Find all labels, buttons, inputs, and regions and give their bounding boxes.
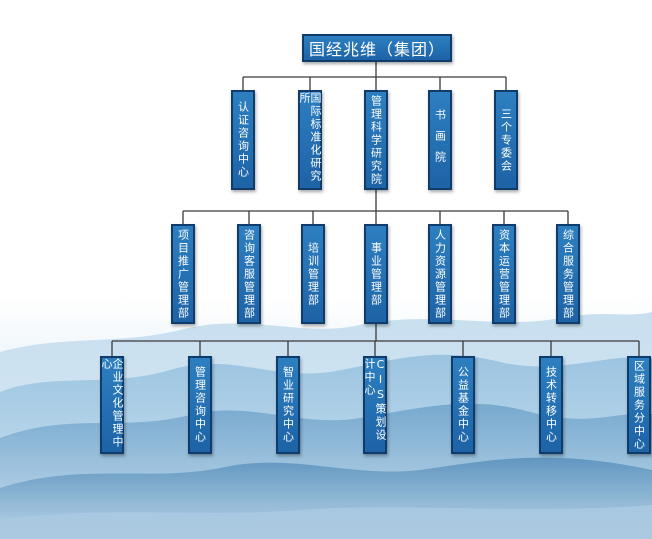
level-3-node: 技术转移中心	[539, 356, 563, 454]
level-3-node: 企业文化管理中心	[100, 356, 124, 454]
node-label: 智业研究中心	[281, 366, 295, 444]
node-label: 书画院	[433, 108, 447, 172]
node-label: 公益基金中心	[456, 366, 470, 444]
level-2-node: 综合服务管理部	[556, 224, 580, 324]
node-label: 国际标准化研究所	[298, 92, 322, 183]
node-label: 资本运营管理部	[497, 228, 511, 320]
node-label: 认证咨询中心	[236, 101, 250, 179]
level-2-node: 资本运营管理部	[492, 224, 516, 324]
node-label: 管理科学研究院	[369, 94, 383, 186]
level-2-node: 项目推广管理部	[171, 224, 195, 324]
node-label: 综合服务管理部	[561, 228, 575, 320]
level-2-node: 培训管理部	[301, 224, 325, 324]
root-title: 国经兆维（集团）	[308, 40, 445, 59]
root-node: 国经兆维（集团）	[302, 34, 452, 62]
level-2-node: 咨询客服管理部	[237, 224, 261, 324]
level-1-node: 认证咨询中心	[231, 90, 255, 190]
node-label: 管理咨询中心	[193, 366, 207, 444]
level-3-node: CIS策划设计中心	[363, 356, 387, 454]
level-3-node: 管理咨询中心	[188, 356, 212, 454]
level-3-node: 区域服务分中心	[627, 356, 651, 454]
node-label: 区域服务分中心	[632, 359, 646, 451]
level-1-node: 三个专委会	[494, 90, 518, 190]
level-3-node: 智业研究中心	[276, 356, 300, 454]
node-label: 培训管理部	[306, 241, 320, 307]
node-label: 技术转移中心	[544, 366, 558, 444]
level-3-node: 公益基金中心	[451, 356, 475, 454]
node-label: 项目推广管理部	[176, 228, 190, 320]
node-label: CIS策划设计中心	[363, 358, 387, 442]
node-label: 咨询客服管理部	[242, 228, 256, 320]
node-label: 事业管理部	[369, 241, 383, 307]
level-1-node: 国际标准化研究所	[298, 90, 322, 190]
level-1-node: 管理科学研究院	[364, 90, 388, 190]
node-label: 三个专委会	[499, 107, 513, 173]
level-1-node: 书画院	[428, 90, 452, 190]
node-label: 人力资源管理部	[433, 228, 447, 320]
node-label: 企业文化管理中心	[100, 358, 124, 449]
level-2-node: 人力资源管理部	[428, 224, 452, 324]
level-2-node: 事业管理部	[364, 224, 388, 324]
